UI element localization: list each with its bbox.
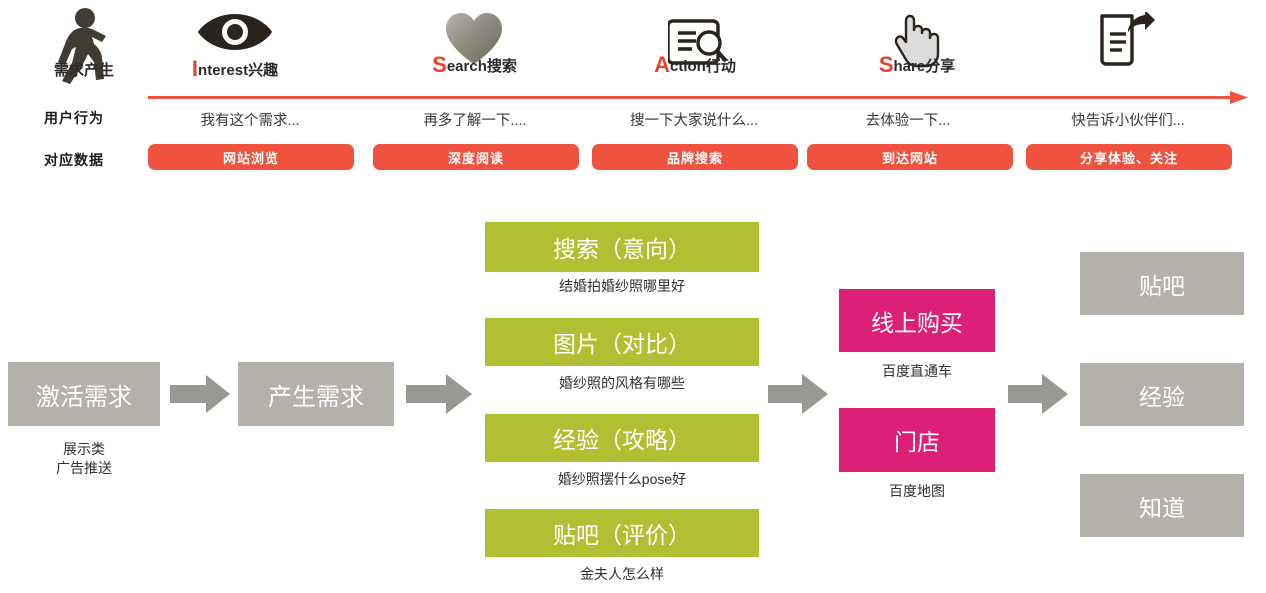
eye-icon [197, 10, 273, 54]
box-share-tieba[interactable]: 贴吧 [1080, 252, 1244, 315]
timeline-line [148, 96, 1242, 99]
caption-search-intent: 结婚拍婚纱照哪里好 [559, 278, 685, 294]
data-pill-1[interactable]: 深度阅读 [373, 144, 579, 170]
data-pill-3[interactable]: 到达网站 [807, 144, 1013, 170]
box-search-image[interactable]: 图片（对比） [485, 318, 759, 366]
row-label-data: 对应数据 [44, 152, 104, 168]
caption-activate-line1: 展示类 [63, 441, 105, 457]
stage-label-4: Share分享 [822, 54, 1012, 76]
stage-label-2: Search搜索 [382, 54, 567, 76]
stage-text-3: ction行动 [670, 58, 736, 75]
behaviour-text-3: 去体验一下... [865, 113, 951, 129]
behaviour-text-2: 搜一下大家说什么... [629, 113, 759, 129]
timeline-arrowhead-icon [1230, 88, 1252, 108]
stage-cap-1: I [191, 56, 199, 81]
stage-text-4: hare分享 [893, 58, 956, 75]
caption-search-experience: 婚纱照摆什么pose好 [557, 471, 687, 487]
arrow-4-icon [1008, 374, 1068, 414]
share-document-icon [1098, 10, 1156, 68]
box-search-experience[interactable]: 经验（攻略） [485, 414, 759, 462]
data-pill-0[interactable]: 网站浏览 [148, 144, 354, 170]
caption-store: 百度地图 [889, 483, 945, 499]
caption-search-tieba: 金夫人怎么样 [580, 566, 664, 582]
box-search-intent[interactable]: 搜索（意向） [485, 222, 759, 272]
stage-label-1: Interest兴趣 [155, 58, 315, 80]
data-pill-4[interactable]: 分享体验、关注 [1026, 144, 1232, 170]
box-online-purchase[interactable]: 线上购买 [839, 289, 995, 352]
arrow-2-icon [406, 374, 472, 414]
arrow-1-icon [170, 375, 230, 413]
box-share-experience[interactable]: 经验 [1080, 363, 1244, 426]
box-generate-demand[interactable]: 产生需求 [238, 362, 394, 426]
stage-cap-4: S [878, 52, 894, 77]
walking-person-icon [40, 6, 128, 84]
data-pill-2[interactable]: 品牌搜索 [592, 144, 798, 170]
stage-cap-3: A [654, 52, 671, 77]
behaviour-text-0: 我有这个需求... [200, 113, 300, 129]
caption-activate-demand: 展示类 广告推送 [8, 440, 160, 478]
box-activate-demand[interactable]: 激活需求 [8, 362, 160, 426]
caption-activate-line2: 广告推送 [56, 459, 112, 476]
document-search-icon [666, 16, 728, 68]
stage-label-3: Action行动 [600, 54, 790, 76]
box-store[interactable]: 门店 [839, 408, 995, 472]
stage-cap-2: S [432, 52, 447, 77]
arrow-3-icon [768, 374, 828, 414]
stage-label-0: 需求产生 [0, 58, 168, 80]
caption-search-image: 婚纱照的风格有哪些 [559, 375, 685, 391]
behaviour-text-1: 再多了解一下.... [423, 113, 527, 129]
row-label-behaviour: 用户行为 [44, 110, 104, 126]
stage-text-2: earch搜索 [446, 58, 517, 75]
stage-text-0: 需求产生 [53, 62, 114, 79]
heart-icon [444, 12, 504, 66]
pointing-hand-icon [894, 12, 942, 68]
box-search-tieba[interactable]: 贴吧（评价） [485, 509, 759, 557]
behaviour-text-4: 快告诉小伙伴们... [1071, 113, 1185, 129]
caption-online-purchase: 百度直通车 [882, 363, 952, 379]
stage-text-1: nterest兴趣 [198, 62, 279, 79]
box-share-zhidao[interactable]: 知道 [1080, 474, 1244, 537]
